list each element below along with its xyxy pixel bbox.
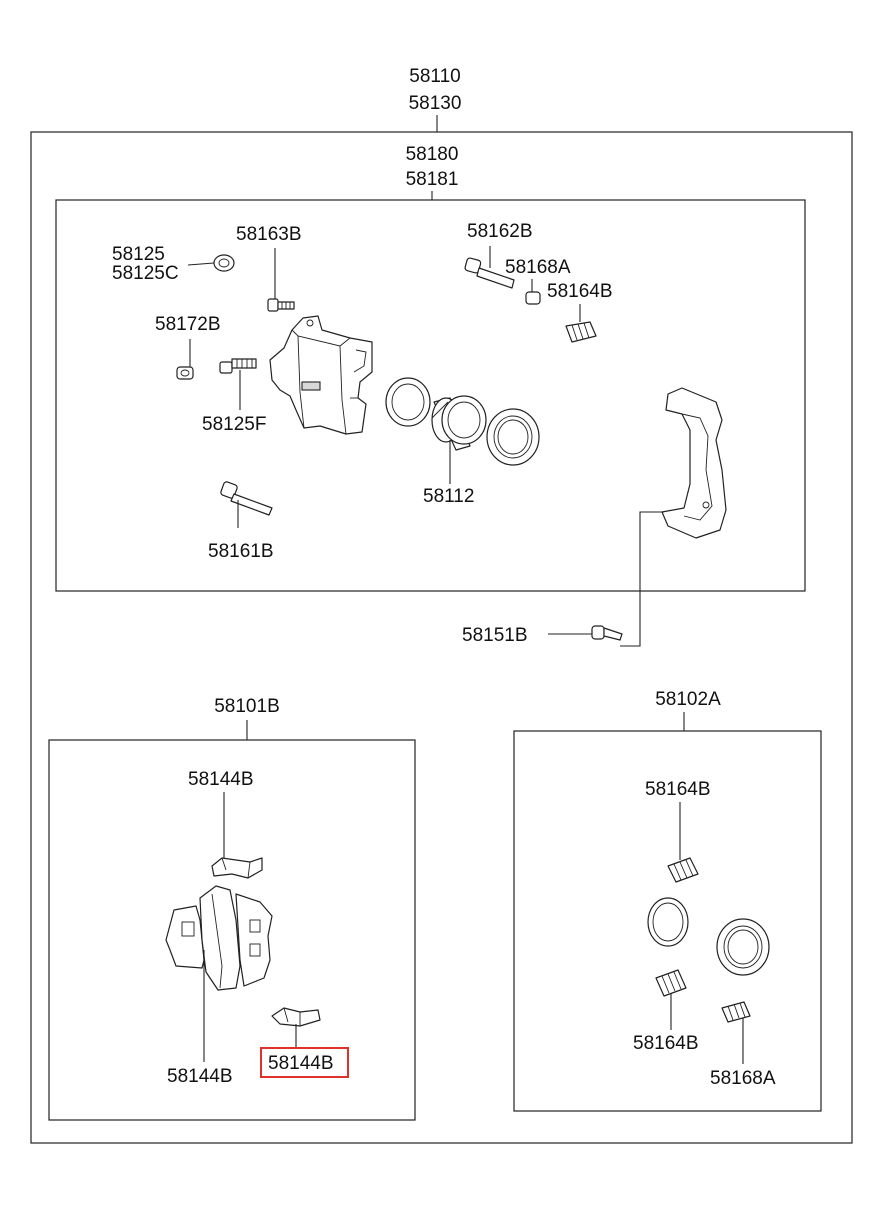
seal-ring-icon: [385, 377, 431, 427]
kit-sleeve-icon: [721, 1001, 751, 1023]
label-58144B-pad[interactable]: 58144B: [167, 1066, 233, 1087]
leader-bracket: [620, 511, 664, 647]
label-58164B-lower[interactable]: 58164B: [633, 1033, 699, 1054]
caliper-housing-icon: [269, 315, 373, 435]
brake-pads-icon: [165, 885, 273, 991]
kit-dust-boot-icon: [716, 918, 770, 976]
label-58163B[interactable]: 58163B: [236, 224, 302, 245]
piston-icon: [431, 395, 487, 451]
label-58125[interactable]: 58125: [112, 244, 165, 265]
dust-boot-icon: [486, 408, 540, 466]
boot-upper-icon: [667, 857, 699, 883]
pad-kit-box: [48, 739, 416, 1121]
label-58164B[interactable]: 58164B: [547, 281, 613, 302]
kit-seal-ring-icon: [647, 897, 689, 947]
label-caliper-58181[interactable]: 58181: [406, 169, 459, 190]
bleeder-valve-icon: [219, 358, 257, 374]
label-58102A[interactable]: 58102A: [655, 689, 721, 710]
label-58125F[interactable]: 58125F: [202, 414, 266, 435]
leader-58125: [187, 262, 215, 266]
bracket-bolt-icon: [591, 625, 623, 641]
bolt-icon: [267, 298, 295, 312]
caliper-box: [55, 199, 806, 592]
label-assembly-58130[interactable]: 58130: [409, 93, 462, 114]
label-58168A-kit[interactable]: 58168A: [710, 1068, 776, 1089]
caliper-bracket-icon: [661, 387, 727, 539]
label-58172B[interactable]: 58172B: [155, 314, 221, 335]
guide-pin-icon: [220, 481, 273, 516]
label-58101B[interactable]: 58101B: [214, 696, 280, 717]
highlight-box: [260, 1047, 349, 1078]
seal-kit-box: [513, 730, 822, 1112]
bleeder-screw-icon: [176, 366, 194, 380]
label-58144B-top[interactable]: 58144B: [188, 769, 254, 790]
label-58161B[interactable]: 58161B: [208, 541, 274, 562]
boot-lower-icon: [655, 969, 687, 997]
bleeder-cap-icon: [213, 254, 235, 272]
label-assembly-58110[interactable]: 58110: [409, 66, 460, 87]
boot-icon: [565, 321, 597, 343]
label-caliper-58180[interactable]: 58180: [406, 144, 459, 165]
outer-frame: [30, 131, 853, 1144]
label-58168A[interactable]: 58168A: [505, 257, 571, 278]
label-58112[interactable]: 58112: [423, 486, 474, 507]
label-58144B-highlighted[interactable]: 58144B: [268, 1053, 334, 1074]
label-58164B-upper[interactable]: 58164B: [645, 779, 711, 800]
label-58125C[interactable]: 58125C: [112, 263, 179, 284]
shim-clip-top-icon: [211, 857, 263, 879]
label-58162B[interactable]: 58162B: [467, 221, 533, 242]
label-58151B[interactable]: 58151B: [462, 625, 528, 646]
sleeve-icon: [525, 291, 541, 305]
guide-bolt-icon: [464, 257, 515, 289]
shim-clip-bottom-icon: [271, 1007, 321, 1027]
